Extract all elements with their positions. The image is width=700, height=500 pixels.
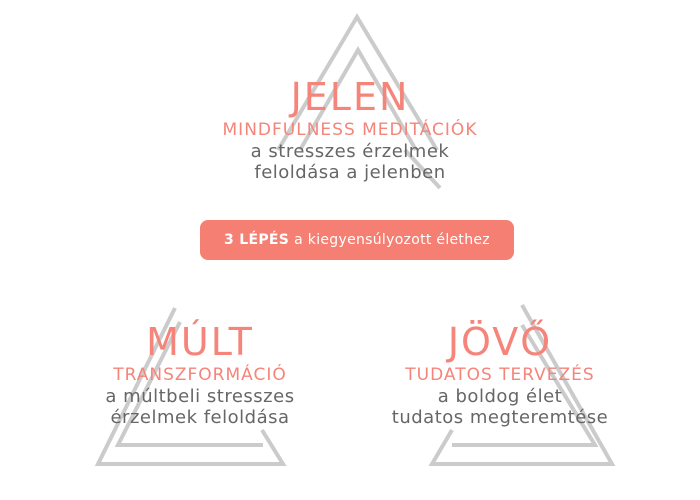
present-desc-line1: a stresszes érzelmek <box>250 141 450 162</box>
past-subtitle: TRANSZFORMÁCIÓ <box>113 365 287 385</box>
top-triangle-outer <box>276 13 439 152</box>
past-desc-line2: érzelmek feloldása <box>110 407 290 428</box>
right-triangle-inner <box>452 323 599 447</box>
future-title: JÖVŐ <box>447 320 553 364</box>
past-section: MÚLT TRANSZFORMÁCIÓ a múltbeli stresszes… <box>50 320 350 428</box>
top-triangle-inner-low <box>403 148 442 190</box>
past-title: MÚLT <box>146 320 254 364</box>
steps-banner-bold: 3 LÉPÉS <box>224 232 290 248</box>
present-title: JELEN <box>290 75 410 119</box>
present-desc-line2: feloldása a jelenben <box>254 162 446 183</box>
steps-banner-text: a kiegyensúlyozott élethez <box>294 232 490 248</box>
left-triangle-inner <box>114 321 263 447</box>
future-desc-line2: tudatos megteremtése <box>391 407 609 428</box>
top-triangle-inner <box>298 46 418 152</box>
future-section: JÖVŐ TUDATOS TERVEZÉS a boldog élet tuda… <box>350 320 650 428</box>
right-triangle-outer <box>428 304 616 466</box>
future-subtitle: TUDATOS TERVEZÉS <box>405 365 595 385</box>
present-subtitle: MINDFULNESS MEDITÁCIÓK <box>222 120 478 140</box>
present-section: JELEN MINDFULNESS MEDITÁCIÓK a stresszes… <box>150 75 550 183</box>
steps-banner: 3 LÉPÉS a kiegyensúlyozott élethez <box>200 220 514 260</box>
past-desc-line1: a múltbeli stresszes <box>105 386 295 407</box>
left-triangle-outer <box>94 307 287 466</box>
future-desc-line1: a boldog élet <box>437 386 563 407</box>
